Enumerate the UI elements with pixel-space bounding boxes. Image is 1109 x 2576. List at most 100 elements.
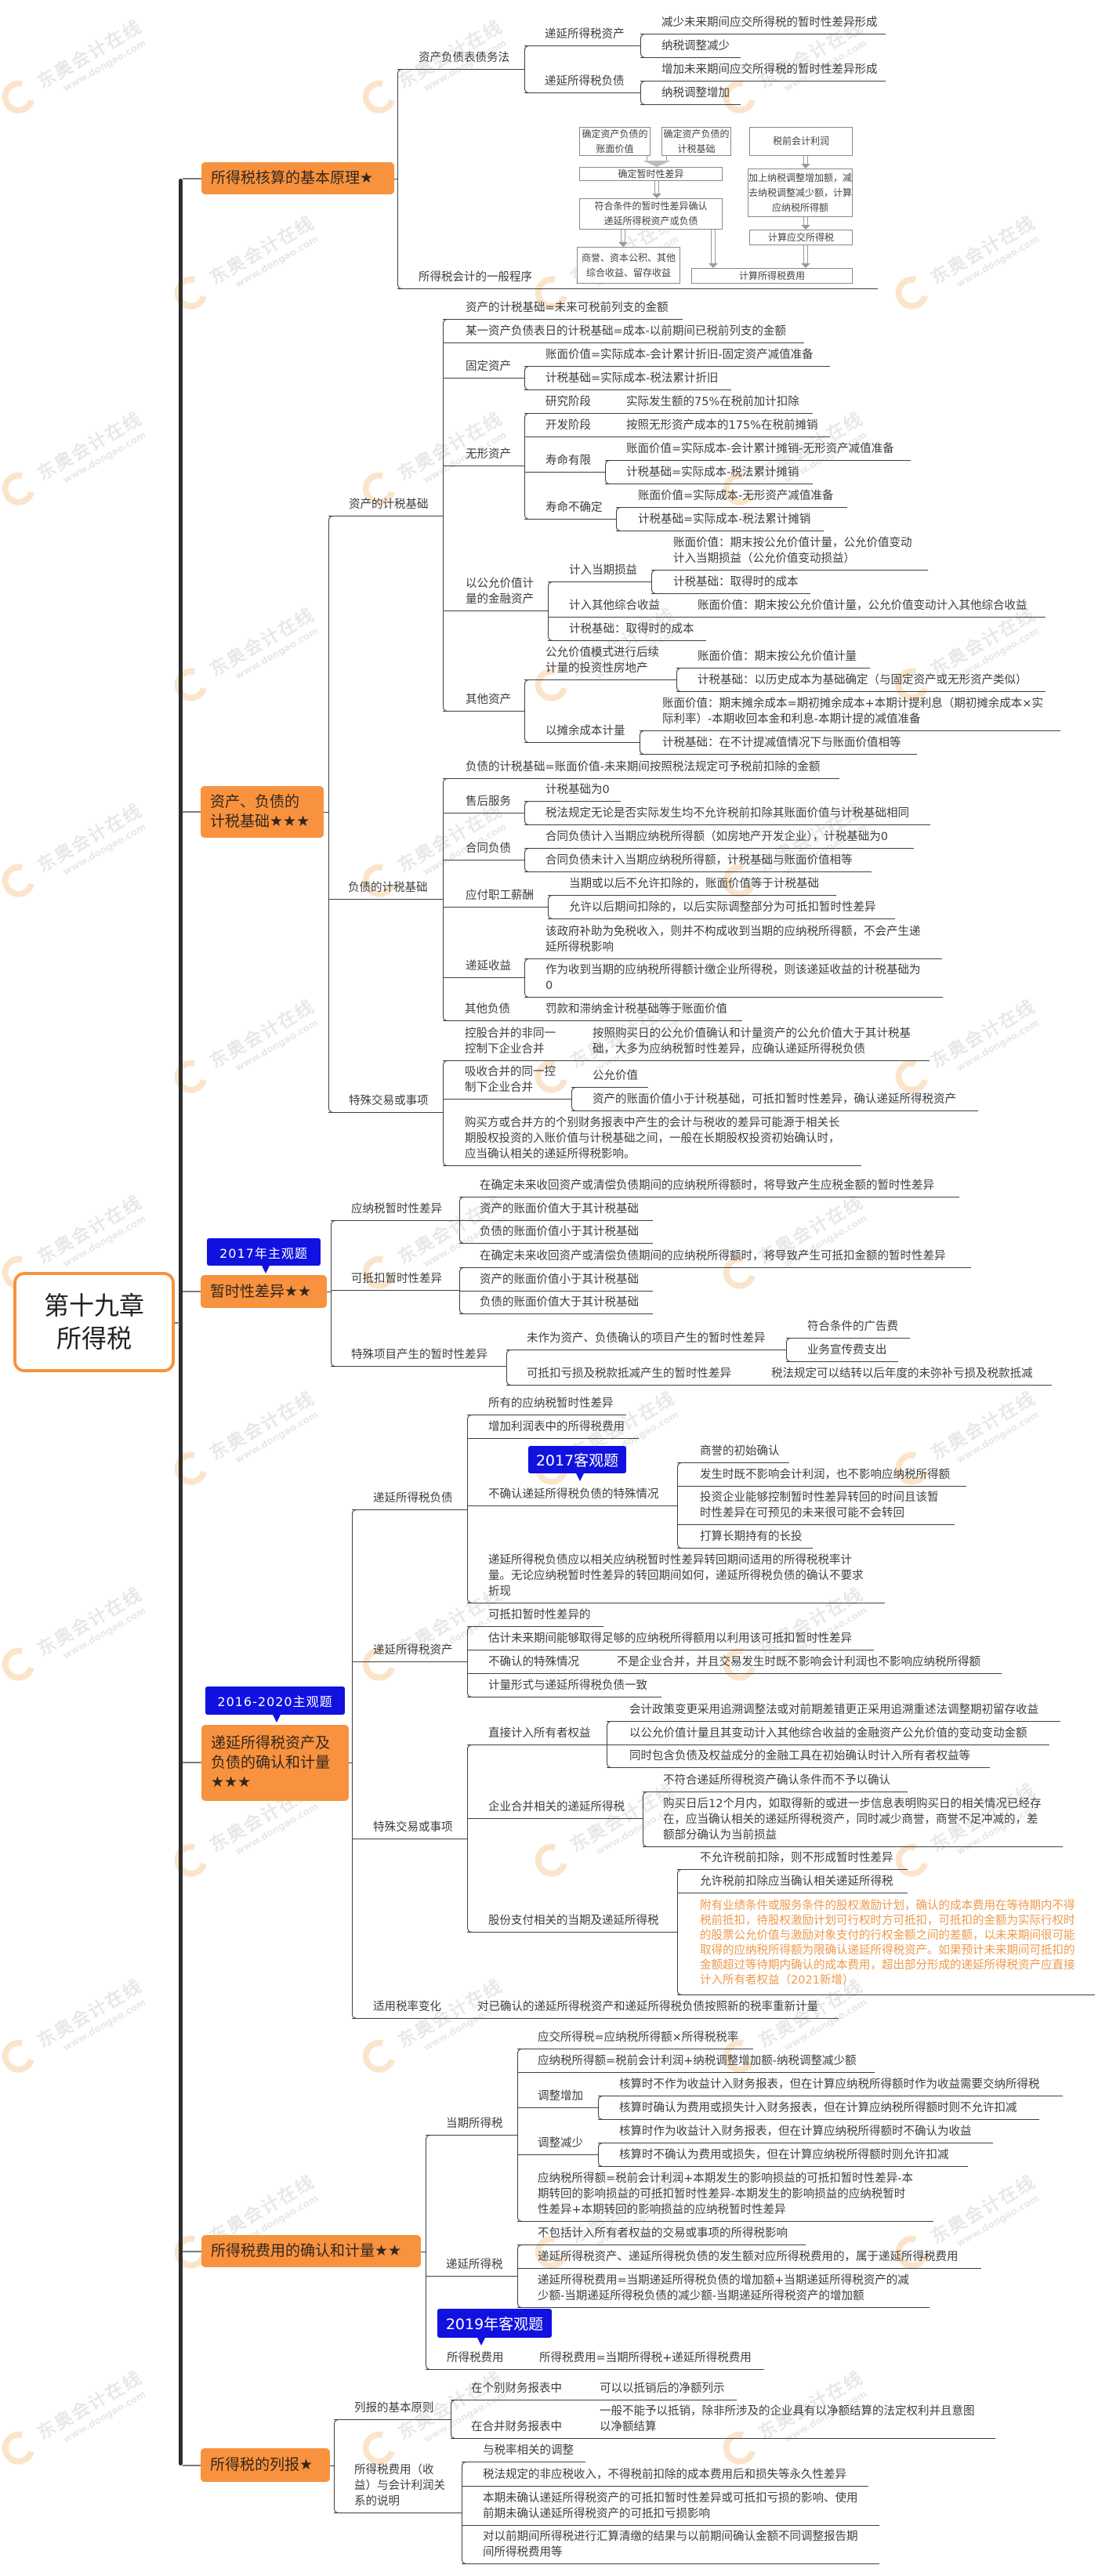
branch-line (443, 319, 683, 320)
branch-bracket (443, 778, 449, 1021)
node-decrease-2: 核算时不确认为费用或损失，但在计算应纳税所得额时则允许扣减 (619, 2149, 949, 2161)
node-increase-1: 核算时不作为收益计入财务报表，但在计算应纳税所得额时作为收益需要交纳所得税 (619, 2078, 1040, 2091)
flow-arrow-down-icon (801, 217, 810, 230)
dongao-logo-icon (356, 74, 402, 120)
branch-line (467, 1818, 643, 1819)
branch-line (677, 1524, 955, 1525)
node-dta-measurement: 计量形式与递延所得税负债一致 (488, 1679, 647, 1692)
node-current-tax: 当期所得税 (446, 2118, 503, 2130)
branch-line (334, 2419, 451, 2420)
node-dta-future-income: 估计未来期间能够取得足够的应纳税所得额用以利用该可抵扣暂时性差异 (488, 1632, 852, 1645)
branch-bracket (643, 1792, 649, 1847)
exam-badge-2017-subjective: 2017年主观题 (207, 1238, 321, 1274)
branch-line (524, 519, 616, 520)
branch-line (443, 907, 548, 908)
branch-bracket (397, 69, 404, 289)
dongao-logo-icon (889, 270, 935, 316)
branch-bracket (443, 1060, 449, 1166)
branch-line (786, 1361, 898, 1362)
node-other-liabilities: 其他负债 (465, 1003, 510, 1016)
branch-line (467, 1626, 603, 1627)
node-dta-deductible: 可抵扣暂时性差异的 (488, 1609, 591, 1621)
node-reconciliation-4: 对以前期间所得税进行汇算清缴的结果与以前期间确认金额不同调整报告期 间所得税费用… (483, 2531, 858, 2559)
section-header-tax-expense: 所得税费用的确认和计量★★ (201, 2235, 421, 2267)
branch-bracket (640, 81, 647, 105)
branch-line (462, 2486, 868, 2487)
node-non-common-control: 控股合并的非同一 控制下企业合并 (465, 1027, 556, 1056)
flow-box-equity-items: 商誉、资本公积、其他 综合收益、留存收益 (577, 247, 680, 284)
node-deferred-income: 递延收益 (466, 960, 511, 973)
node-property-taxbase: 计税基础：以历史成本为基础确定（与固定资产或无形资产类似） (698, 674, 1027, 687)
dongao-logo-icon (168, 270, 214, 316)
node-reconciliation-2: 税法规定的非应税收入，不得税前扣除的成本费用后和损失等永久性差异 (483, 2469, 846, 2481)
dongao-logo-icon (0, 2034, 42, 2079)
branch-line (677, 1548, 813, 1549)
branch-line (443, 342, 804, 343)
dongao-logo-icon (0, 74, 42, 120)
branch-line (443, 977, 524, 978)
section-connector (183, 2251, 201, 2252)
exam-badge-2017-objective: 2017客观题 (528, 1446, 626, 1481)
branch-line (330, 2465, 334, 2466)
branch-line (677, 1462, 789, 1463)
node-taxable-temp-diff: 应纳税暂时性差异 (351, 1203, 442, 1216)
node-asset-formula-date: 某一资产负债表日的计税基础=成本-以前期间已税前列支的金额 (466, 325, 786, 338)
branch-line (467, 1673, 1002, 1674)
node-adjust-increase: 调整增加 (538, 2090, 583, 2103)
node-dta-exception-value: 不是企业合并，并且交易发生时既不影响会计利润也不影响应纳税所得额 (617, 1656, 980, 1668)
node-increase-2: 核算时确认为费用或损失计入财务报表，但在计算应纳税所得额时则不允许扣减 (619, 2102, 1017, 2114)
branch-bracket (524, 45, 531, 93)
branch-line (443, 1060, 930, 1061)
node-rate-change: 适用税率变化 (373, 2001, 441, 2013)
branch-line (426, 2276, 517, 2277)
node-fixed-carrying: 账面价值=实际成本-会计累计折旧-固定资产减值准备 (545, 349, 814, 361)
dongao-logo-icon (0, 466, 42, 512)
branch-line (651, 570, 928, 571)
branch-bracket (524, 958, 531, 998)
node-payroll-2: 允许以后期间扣除的，以后实际调整部分为可抵扣暂时性差异 (569, 901, 876, 914)
branch-bracket (467, 1415, 473, 1603)
node-dtl-adjust: 纳税调整增加 (661, 87, 730, 100)
branch-line (524, 958, 942, 959)
branch-line (352, 1661, 467, 1662)
dongao-logo-icon (0, 1642, 42, 1687)
node-consolidated-statements-value: 一般不能予以抵销，除非所涉及的企业具有以净额结算的法定权利并且意图 以净额结算 (600, 2405, 975, 2433)
node-indefinite-carrying: 账面价值=实际成本-无形资产减值准备 (638, 490, 834, 502)
node-combination-1: 不符合递延所得税资产确认条件而不予以确认 (663, 1774, 890, 1787)
node-dtl-origin: 增加未来期间应交所得税的暂时性差异形成 (661, 63, 878, 76)
node-current-tax-formula: 应交所得税=应纳税所得额×所得税税率 (538, 2031, 739, 2044)
branch-line (517, 2268, 981, 2269)
branch-bracket (524, 679, 531, 743)
flow-arrow-down-icon (709, 230, 718, 268)
node-after-sales-1: 计税基础为0 (545, 784, 610, 796)
node-share-payment-1: 不允许税前扣除，则不形成暂时性差异 (700, 1852, 893, 1864)
branch-line (607, 1721, 1060, 1722)
branch-bracket (598, 2096, 604, 2120)
branch-bracket (677, 1869, 683, 1995)
node-deferred-income-1: 该政府补助为免税收入，则并不构成收到当期的应纳税所得额，不会产生递 延所得税影响 (545, 926, 921, 954)
section-header-temporary-differences: 暂时性差异★★ (201, 1275, 327, 1308)
branch-line (640, 730, 1060, 731)
node-taxable-income-temp-formula: 应纳税所得额=税前会计利润+本期发生的影响损益的可抵扣暂时性差异-本 期转回的影… (538, 2172, 914, 2216)
node-deferred-tax: 递延所得税 (446, 2259, 503, 2271)
section-connector (183, 178, 201, 179)
branch-line (443, 610, 548, 611)
branch-line (352, 1509, 467, 1510)
node-finite-taxbase: 计税基础=实际成本-税法累计摊销 (626, 466, 799, 479)
branch-line (451, 2438, 995, 2439)
node-special-note: 购买方或合并方的个别财务报表中产生的会计与税收的差异可能源于相关长 期股权投资的… (465, 1117, 840, 1161)
branch-bracket (331, 1220, 337, 1367)
branch-line (524, 413, 813, 414)
node-asset-formula: 资产的计税基础=未来可税前列支的金额 (466, 302, 669, 314)
node-contract-2: 合同负债未计入当期应纳税所得额，计税基础与账面价值相等 (545, 854, 853, 867)
branch-line (524, 45, 640, 46)
branch-line (459, 1243, 653, 1244)
node-reconciliation-3: 本期未确认递延所得税资产的可抵扣暂时性差异或可抵扣亏损的影响、使用 前期未确认递… (483, 2492, 858, 2520)
branch-line (524, 366, 830, 367)
